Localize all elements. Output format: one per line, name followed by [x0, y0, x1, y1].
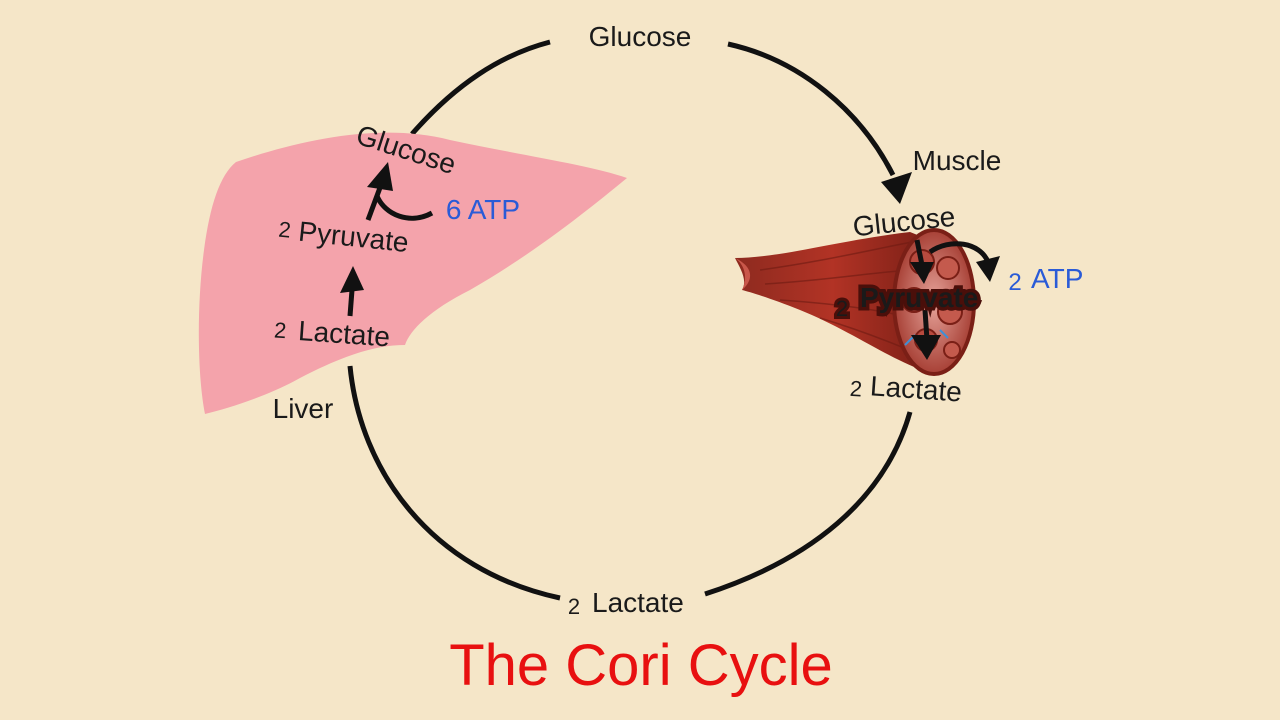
- muscle-lactate-coefficient: 2: [849, 376, 863, 402]
- muscle-fascicle-4: [937, 299, 963, 325]
- muscle-fascicle-2: [936, 256, 960, 280]
- muscle-atp-coefficient: 2: [1008, 269, 1021, 296]
- diagram-title: The Cori Cycle: [449, 633, 833, 698]
- arrow-pyruvate-to-lactate-muscle-head: [911, 335, 941, 360]
- cycle-arcs: [347, 39, 913, 601]
- muscle-pyruvate-coefficient: 2: [836, 296, 848, 321]
- muscle-lactate-label: 2 Lactate: [849, 370, 963, 407]
- arrow-to-muscle: [881, 172, 912, 204]
- arrow-glucose-to-pyruvate-muscle-head: [910, 262, 934, 284]
- liver-pyruvate-coefficient: 2: [277, 217, 292, 243]
- liver-arrows: [340, 162, 434, 317]
- liver-lactate-label: 2 Lactate: [273, 315, 391, 352]
- arrow-glucose-to-pyruvate-muscle: [914, 239, 925, 266]
- arc-top-left: [410, 39, 551, 136]
- arrow-lactate-to-pyruvate: [347, 289, 355, 317]
- arrow-pyruvate-to-glucose: [365, 184, 384, 221]
- bottom-lactate-label: 2 Lactate: [568, 587, 684, 619]
- muscle-arrows: [910, 239, 1000, 360]
- muscle-lactate-text: Lactate: [869, 370, 963, 407]
- bottom-lactate-coefficient: 2: [568, 594, 580, 619]
- liver-lactate-coefficient: 2: [273, 317, 287, 343]
- liver-shape: [198, 132, 627, 414]
- liver-atp-label: 6 ATP: [446, 194, 520, 225]
- arrow-lactate-to-pyruvate-head: [340, 266, 364, 293]
- liver-lactate-text: Lactate: [297, 315, 391, 352]
- atp-curve-muscle-head: [976, 256, 1000, 282]
- atp-curve-liver: [374, 194, 434, 221]
- liver-organ: [198, 132, 627, 414]
- atp-curve-muscle: [928, 241, 991, 264]
- muscle-striation-1: [759, 241, 913, 271]
- muscle-pyruvate-text: Pyruvate: [860, 282, 978, 313]
- muscle-atp-label: 2 ATP: [1008, 263, 1083, 296]
- top-glucose-label: Glucose: [589, 21, 692, 52]
- muscle-fascicle-6: [943, 341, 961, 359]
- bottom-lactate-text: Lactate: [592, 587, 684, 618]
- muscle-name-label: Muscle: [913, 145, 1002, 176]
- arrow-pyruvate-to-glucose-head: [367, 162, 393, 191]
- arc-bottom-left: [347, 365, 561, 601]
- arc-bottom-right: [704, 411, 913, 597]
- muscle-atp-text: ATP: [1031, 263, 1083, 294]
- muscle-tendon: [735, 258, 751, 290]
- liver-name-label: Liver: [273, 393, 334, 424]
- muscle-pyruvate-label: 2 Pyruvate: [833, 279, 982, 325]
- arc-top-right: [727, 41, 896, 177]
- muscle-fascicle-3: [901, 287, 927, 313]
